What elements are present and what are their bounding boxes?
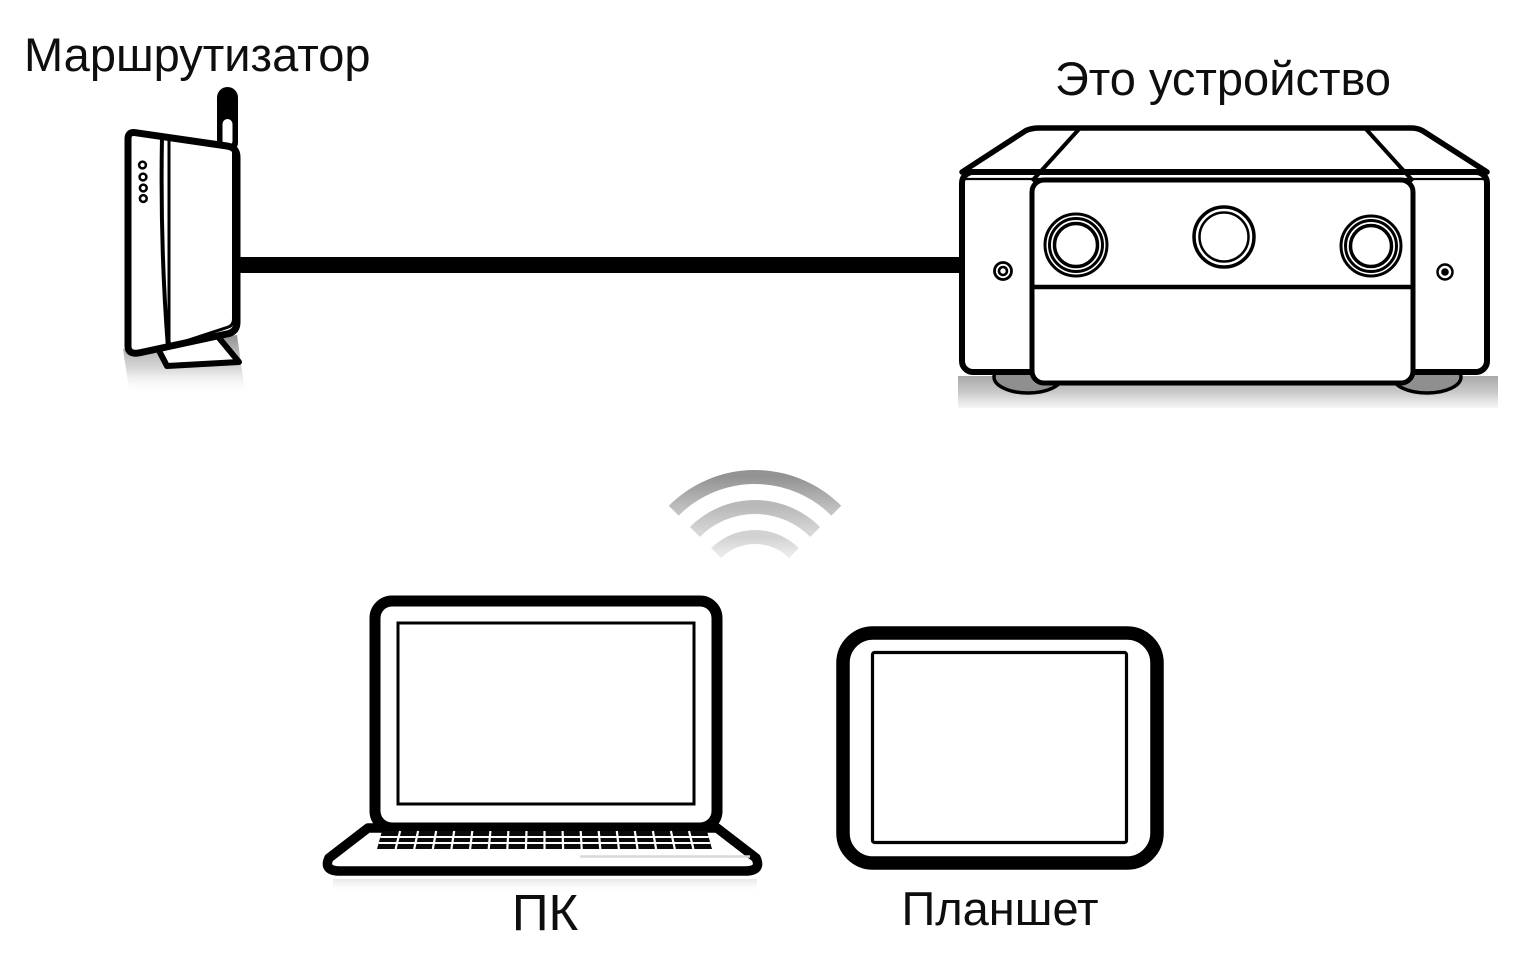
laptop-keyboard: [377, 830, 712, 850]
tablet-screen: [870, 650, 1129, 845]
router-icon: [123, 87, 245, 395]
router-led-lights: [137, 160, 148, 204]
device-label: Это устройство: [1054, 52, 1392, 105]
tablet-label: Планшет: [901, 882, 1099, 935]
router-body: [124, 129, 241, 357]
receiver-knob-right: [1339, 214, 1403, 278]
av-receiver-icon: [958, 125, 1498, 408]
ethernet-cable-line: [234, 257, 964, 273]
router-antenna: [217, 87, 238, 153]
tablet-icon: [836, 626, 1164, 870]
router-label: Маршрутизатор: [24, 28, 371, 81]
laptop-shadow: [333, 879, 757, 893]
laptop-screen: [396, 621, 696, 806]
receiver-front-panel: [1029, 177, 1416, 386]
receiver-knob-center: [1192, 205, 1256, 269]
pc-label: ПК: [511, 884, 579, 941]
receiver-top-panel: [959, 125, 1490, 175]
receiver-power-button: [993, 261, 1013, 281]
wifi-signal-icon: [668, 470, 842, 559]
receiver-knob-left: [1043, 212, 1109, 278]
laptop-icon: [322, 595, 763, 893]
receiver-indicator: [1436, 263, 1454, 281]
